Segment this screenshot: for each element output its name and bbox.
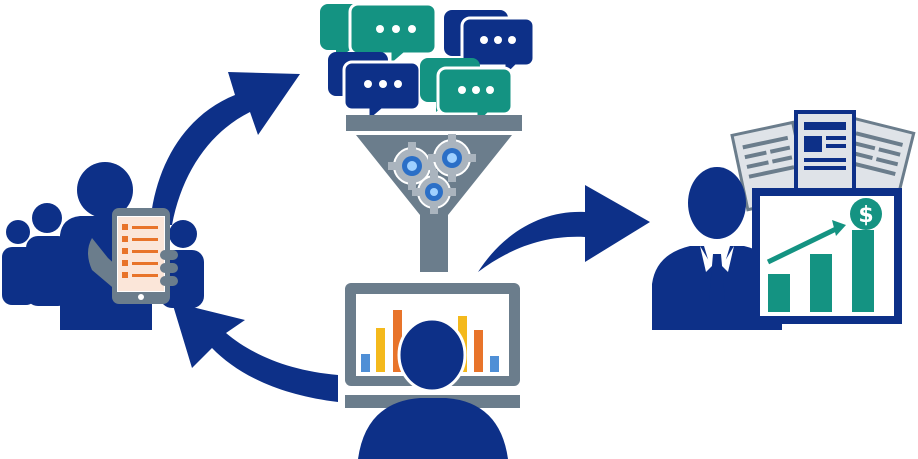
monitor-bar-6 bbox=[490, 356, 499, 372]
report-bar-chart bbox=[768, 230, 874, 312]
businessman-report-icon: $ bbox=[652, 110, 916, 330]
analyst-at-monitor-icon bbox=[345, 283, 520, 459]
monitor-bar-2 bbox=[376, 328, 385, 372]
dollar-coin-icon bbox=[850, 198, 882, 230]
report-bar-3 bbox=[852, 230, 874, 312]
monitor-bar-1 bbox=[361, 354, 370, 372]
monitor-bar-5 bbox=[474, 330, 483, 372]
trend-arrow-icon bbox=[832, 220, 846, 236]
dollar-symbol: $ bbox=[858, 203, 873, 228]
smartphone-checklist-icon bbox=[112, 208, 178, 304]
gears-icon bbox=[388, 134, 476, 214]
arrow-to-customers bbox=[172, 302, 338, 402]
report-bar-2 bbox=[810, 254, 832, 312]
report-bar-1 bbox=[768, 274, 790, 312]
monitor-bar-3 bbox=[393, 310, 402, 372]
chat-bubbles-icon bbox=[320, 2, 536, 130]
arrow-to-business bbox=[478, 185, 650, 272]
trend-line bbox=[766, 225, 840, 265]
arrow-to-feedback bbox=[150, 72, 300, 225]
